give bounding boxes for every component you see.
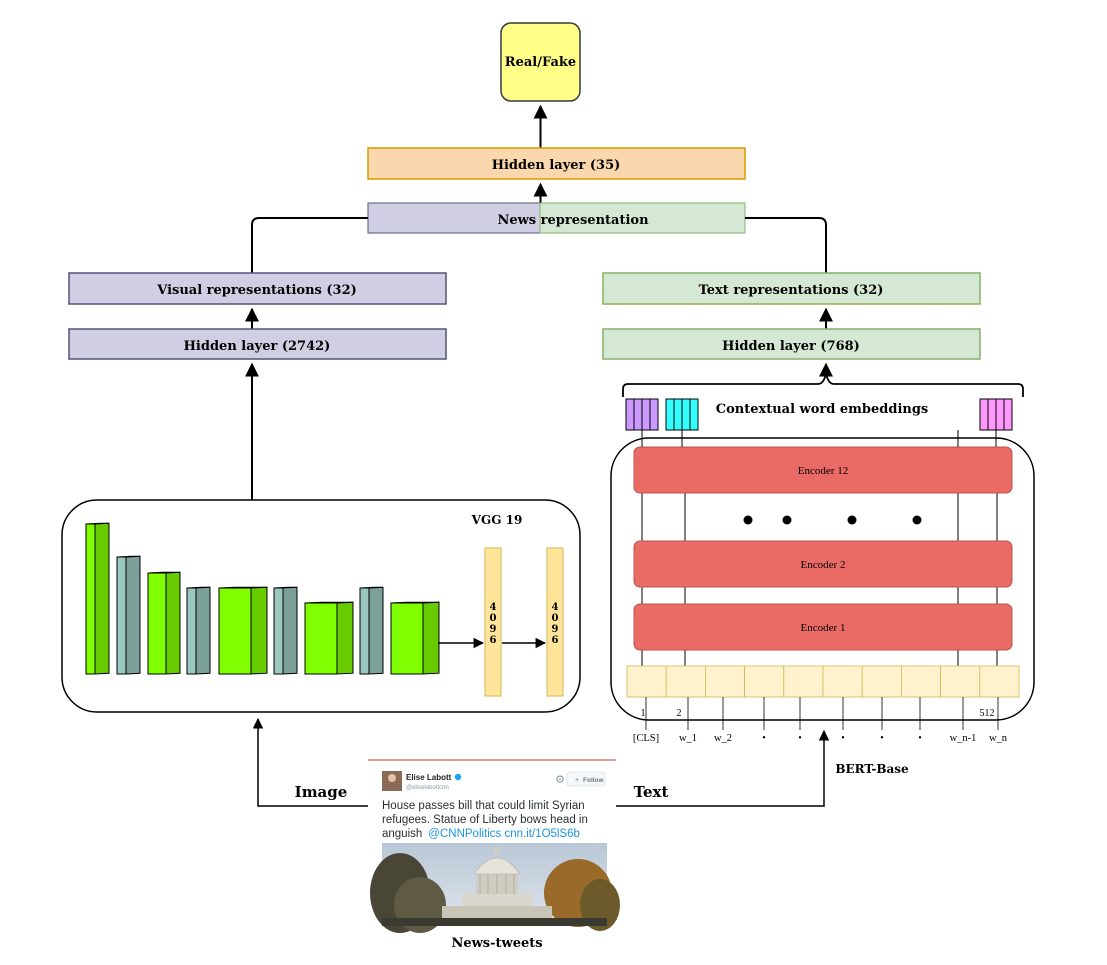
follow-button[interactable]: + Follow	[566, 771, 606, 787]
token-label: w_n-1	[950, 733, 977, 744]
add-user-icon: +	[575, 777, 579, 784]
text-representation-box: Text representations (32)	[602, 272, 981, 305]
token-label: [CLS]	[633, 733, 659, 744]
bert-block: Encoder 12 Encoder 2 Encoder 1 1 2 512	[610, 430, 1035, 721]
token-cell	[979, 665, 1020, 698]
vgg-title: VGG 19	[471, 513, 523, 527]
news-tweets-caption: News-tweets	[451, 936, 542, 951]
bert-token-lines	[641, 430, 998, 666]
token-cell	[783, 665, 824, 698]
embeddings-brace	[622, 372, 1024, 397]
visual-representation-box: Visual representations (32)	[68, 272, 447, 305]
verified-badge-icon	[454, 773, 462, 781]
token-label: •	[841, 733, 845, 744]
token-cell	[901, 665, 942, 698]
cnn-layer-6	[273, 586, 298, 675]
token-cell	[665, 665, 706, 698]
cnn-layer-4	[186, 586, 211, 675]
position-label-512: 512	[980, 708, 995, 719]
output-label: Real/Fake	[505, 55, 576, 70]
embedding-wn	[979, 398, 1013, 431]
arrow-image-input	[252, 717, 368, 807]
token-cell	[626, 665, 667, 698]
token-label: w_n	[989, 733, 1008, 744]
token-label: w_1	[679, 733, 697, 744]
position-label-1: 1	[641, 708, 646, 719]
embedding-cls	[625, 398, 659, 431]
tweet-photo	[370, 843, 620, 933]
connector-visual-to-news	[251, 217, 368, 273]
fusion-hidden-layer: Hidden layer (35)	[367, 147, 746, 180]
tweet-link[interactable]: @CNNPolitics cnn.it/1O5lS6b	[428, 828, 580, 840]
text-representation-label: Text representations (32)	[699, 283, 884, 298]
visual-hidden-label: Hidden layer (2742)	[184, 339, 331, 354]
svg-text:Follow: Follow	[583, 777, 605, 784]
embedding-w1	[665, 398, 699, 431]
gear-icon[interactable]	[556, 775, 564, 783]
text-input-label: Text	[634, 783, 669, 801]
svg-text:Encoder 2: Encoder 2	[801, 559, 846, 571]
token-label: w_2	[714, 733, 732, 744]
token-labels: [CLS] w_1 w_2 • • • • • w_n-1 w_n	[633, 697, 1008, 744]
token-label: •	[918, 733, 922, 744]
token-cell	[940, 665, 981, 698]
cnn-layer-7	[304, 601, 354, 675]
cnn-layer-8	[359, 586, 384, 675]
token-label: •	[880, 733, 884, 744]
connector-text-to-news	[745, 217, 827, 273]
encoder-2: Encoder 2	[633, 540, 1013, 588]
embedding-vectors	[625, 398, 1013, 431]
cnn-layer-1	[85, 522, 110, 675]
cnn-layer-5	[218, 586, 268, 675]
news-representation: News representation	[367, 202, 746, 234]
visual-representation-label: Visual representations (32)	[156, 283, 357, 298]
token-label: •	[798, 733, 802, 744]
embeddings-label: Contextual word embeddings	[716, 402, 929, 417]
cnn-layer-2	[116, 555, 141, 675]
encoder-ellipsis	[743, 515, 922, 525]
token-cell	[822, 665, 863, 698]
input-token-cells	[626, 665, 1020, 698]
text-hidden-layer: Hidden layer (768)	[602, 328, 981, 360]
encoder-12: Encoder 12	[633, 446, 1013, 494]
news-representation-label: News representation	[497, 213, 649, 228]
image-input-label: Image	[295, 783, 348, 801]
arrow-text-input	[616, 729, 830, 807]
visual-hidden-layer: Hidden layer (2742)	[68, 328, 447, 360]
cnn-layer-9	[390, 601, 440, 675]
tweet-text-line-1: House passes bill that could limit Syria…	[382, 800, 585, 812]
cnn-layers	[85, 522, 440, 675]
cnn-layer-3	[147, 571, 181, 675]
token-label: •	[762, 733, 766, 744]
tweet-text-line-2: refugees. Statue of Liberty bows head in	[382, 814, 588, 826]
news-tweet-card: Elise Labott @eliselabottcnn + Follow Ho…	[368, 759, 620, 933]
text-hidden-label: Hidden layer (768)	[722, 339, 860, 354]
encoder-1: Encoder 1	[633, 603, 1013, 651]
tweet-author: Elise Labott	[406, 773, 452, 782]
token-cell	[861, 665, 902, 698]
svg-text:Encoder 1: Encoder 1	[801, 622, 846, 634]
svg-text:Encoder 12: Encoder 12	[798, 465, 848, 477]
output-node: Real/Fake	[500, 22, 581, 102]
token-cell	[744, 665, 785, 698]
fusion-hidden-label: Hidden layer (35)	[492, 158, 621, 173]
tweet-text-line-3: anguish@CNNPolitics cnn.it/1O5lS6b	[382, 828, 580, 840]
bert-label: BERT-Base	[835, 762, 909, 776]
tweet-handle: @eliselabottcnn	[406, 785, 449, 791]
token-cell	[705, 665, 746, 698]
position-label-2: 2	[677, 708, 682, 719]
